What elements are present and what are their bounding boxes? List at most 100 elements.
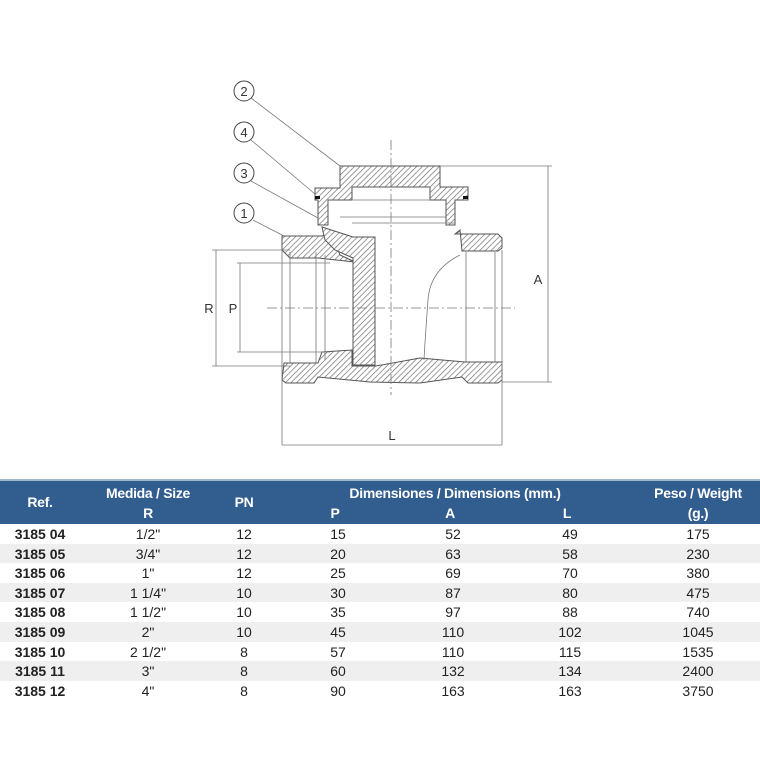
cell-p: 20	[330, 545, 346, 562]
cell-l: 70	[562, 565, 578, 582]
callout-4: 4	[240, 125, 247, 140]
cell-w: 3750	[682, 682, 714, 699]
cell-pn: 8	[240, 663, 248, 680]
cell-l: 58	[562, 545, 578, 562]
cell-ref: 3185 07	[14, 584, 66, 601]
cell-a: 97	[445, 604, 461, 621]
cell-a: 132	[441, 663, 465, 680]
cell-p: 57	[330, 643, 346, 660]
cell-r: 2"	[141, 623, 155, 640]
cell-a: 69	[445, 565, 461, 582]
cell-a: 87	[445, 584, 461, 601]
header-weight-unit: (g.)	[687, 505, 709, 521]
header-weight: Peso / Weight	[654, 485, 742, 501]
cell-l: 80	[562, 584, 578, 601]
cell-p: 90	[330, 682, 346, 699]
cell-l: 102	[558, 623, 582, 640]
cell-ref: 3185 04	[14, 526, 66, 542]
gasket-left	[315, 196, 320, 199]
cell-l: 163	[558, 682, 582, 699]
header-dimensions: Dimensiones / Dimensions (mm.)	[349, 485, 561, 501]
cell-pn: 10	[236, 604, 252, 621]
valve-cross-section-drawing: 2 4 3 1 R P A L	[204, 80, 552, 446]
cell-r: 1 1/2"	[129, 604, 167, 621]
body-bottom	[281, 349, 503, 384]
table-row: 3185 05 3/4" 12 20 63 58 230	[0, 543, 760, 564]
cell-w: 1535	[682, 643, 714, 660]
header-p: P	[330, 505, 340, 521]
cell-w: 175	[686, 526, 710, 542]
cell-r: 1"	[141, 565, 155, 582]
callout-1: 1	[240, 206, 247, 221]
table-header: Ref. Medida / Size R PN Dimensiones / Di…	[0, 479, 760, 524]
table-row: 3185 10 2 1/2" 8 57 110 115 1535	[0, 642, 760, 662]
cell-l: 134	[558, 663, 582, 680]
table-row: 3185 04 1/2" 12 15 52 49 175	[0, 524, 760, 544]
cell-l: 115	[558, 643, 582, 660]
cell-pn: 12	[236, 565, 252, 582]
header-l: L	[562, 505, 572, 521]
cell-r: 3"	[141, 663, 155, 680]
cell-ref: 3185 09	[14, 623, 66, 640]
cell-p: 25	[330, 565, 346, 582]
table-row: 3185 08 1 1/2" 10 35 97 88 740	[0, 602, 760, 622]
cell-ref: 3185 08	[14, 604, 66, 621]
cell-w: 740	[686, 604, 710, 621]
disc-part	[321, 226, 376, 366]
cell-p: 30	[330, 584, 346, 601]
callout-2-bubble	[233, 80, 255, 102]
table-row: 3185 07 1 1/4" 10 30 87 80 475	[0, 582, 760, 603]
cell-p: 60	[330, 663, 346, 680]
header-size-r: R	[143, 505, 153, 521]
cell-a: 63	[445, 545, 461, 562]
header-ref: Ref.	[27, 494, 53, 510]
dim-label-a: A	[534, 272, 543, 287]
cell-ref: 3185 05	[14, 545, 66, 562]
cell-a: 52	[445, 526, 461, 542]
cell-w: 380	[686, 565, 710, 582]
cell-ref: 3185 12	[14, 682, 66, 699]
cell-pn: 8	[240, 643, 248, 660]
cell-a: 110	[441, 643, 465, 660]
cell-pn: 10	[236, 623, 252, 640]
callout-3: 3	[240, 166, 247, 181]
cell-a: 163	[441, 682, 465, 699]
gasket-right	[463, 196, 468, 199]
table-row: 3185 12 4" 8 90 163 163 3750	[0, 681, 760, 701]
cell-p: 15	[330, 526, 346, 542]
header-pn: PN	[234, 494, 254, 510]
cap-part	[314, 165, 469, 226]
header-size: Medida / Size	[105, 485, 191, 501]
callout-4-bubble	[233, 121, 255, 143]
header-a: A	[445, 505, 455, 521]
cell-r: 1/2"	[135, 526, 161, 542]
cell-w: 230	[686, 545, 710, 562]
cell-l: 88	[562, 604, 578, 621]
cell-pn: 8	[240, 682, 248, 699]
cell-p: 35	[330, 604, 346, 621]
cell-r: 4"	[141, 682, 155, 699]
dim-label-r: R	[204, 301, 213, 316]
cell-l: 49	[562, 526, 578, 542]
cell-pn: 12	[236, 545, 252, 562]
callout-2: 2	[240, 84, 247, 99]
cell-ref: 3185 06	[14, 565, 66, 582]
callout-1-bubble	[233, 202, 255, 224]
dim-label-l: L	[388, 428, 395, 443]
body-top-right	[453, 229, 503, 252]
cell-pn: 10	[236, 584, 252, 601]
cell-ref: 3185 10	[14, 643, 66, 660]
cell-ref: 3185 11	[15, 663, 65, 680]
cell-w: 475	[686, 584, 710, 601]
cell-pn: 12	[236, 526, 252, 542]
cell-a: 110	[441, 623, 465, 640]
cell-p: 45	[330, 623, 346, 640]
cell-r: 1 1/4"	[129, 584, 167, 601]
callout-3-bubble	[233, 162, 255, 184]
table-row: 3185 06 1" 12 25 69 70 380	[0, 563, 760, 583]
cell-r: 3/4"	[135, 545, 161, 562]
dim-label-p: P	[229, 301, 238, 316]
cell-r: 2 1/2"	[129, 643, 167, 660]
